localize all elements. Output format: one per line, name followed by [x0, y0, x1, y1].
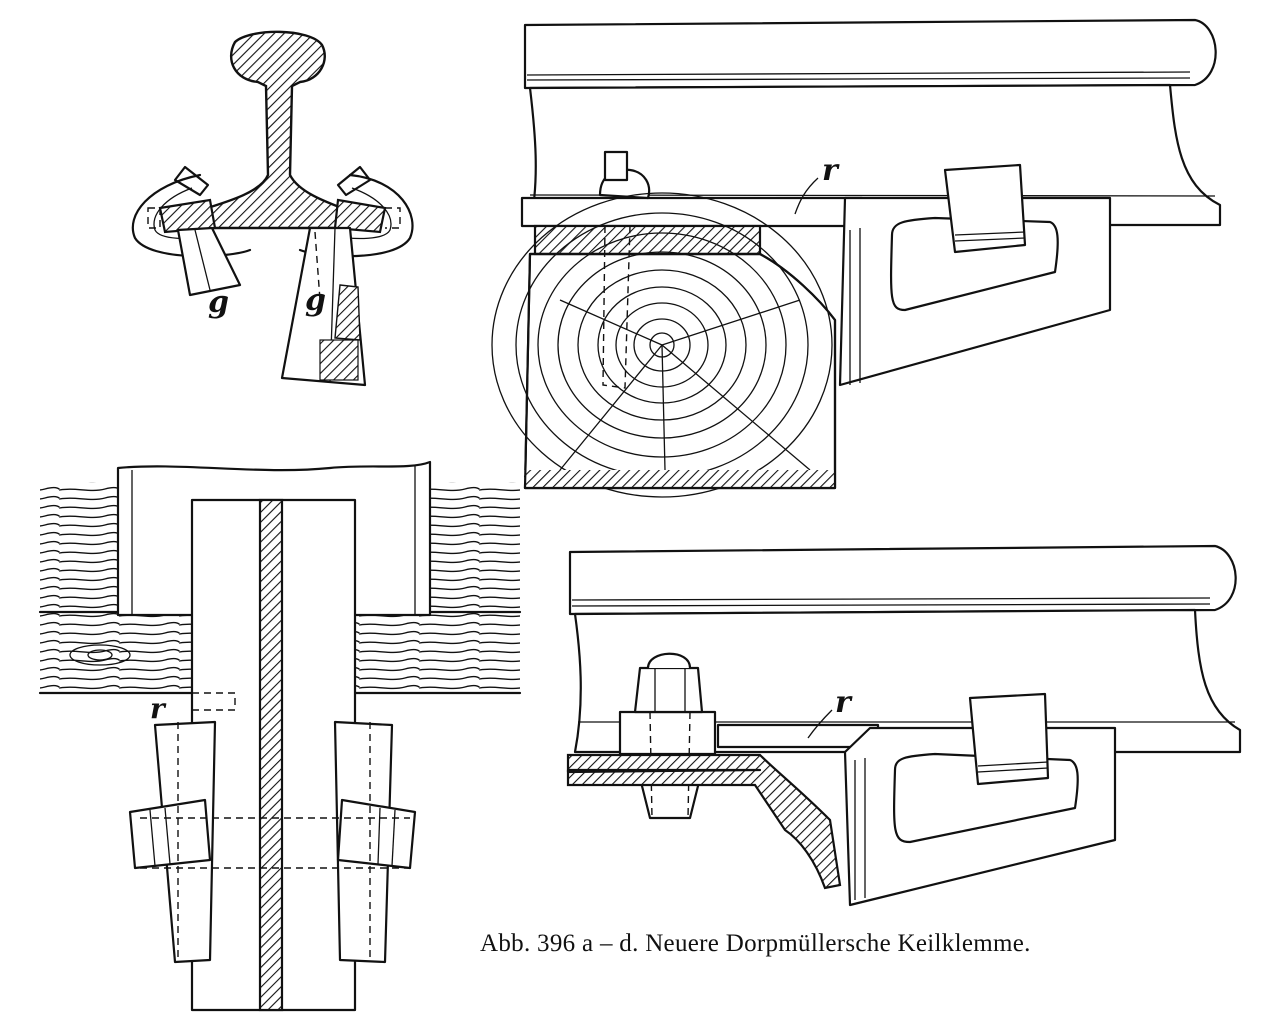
rail-cross-section: g g	[131, 30, 414, 387]
wedge-label-left: g	[208, 285, 229, 320]
plate-label-top: r	[822, 153, 840, 188]
figure-caption: Abb. 396 a – d. Neuere Dorpmüllersche Ke…	[480, 930, 1031, 957]
plate-label-bottom: r	[835, 685, 853, 720]
rail-profile	[183, 30, 362, 230]
side-view-steel-sleeper: r	[566, 544, 1242, 907]
plate-label-plan: r	[150, 692, 167, 725]
end-grain-rings	[491, 192, 833, 498]
wedge-label-right: g	[305, 283, 326, 318]
plan-view: r	[38, 460, 522, 1012]
side-view-wooden-sleeper: r	[491, 18, 1222, 498]
